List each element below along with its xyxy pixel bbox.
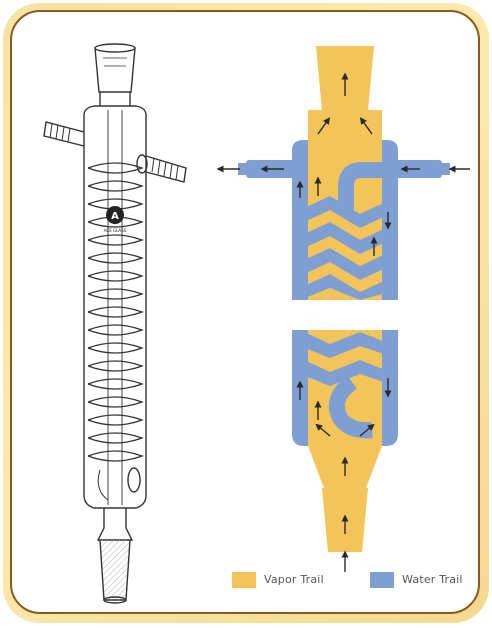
svg-text:ACE GLASS: ACE GLASS [104, 228, 127, 233]
legend-label-vapor: Vapor Trail [264, 573, 324, 586]
svg-text:A: A [111, 211, 119, 222]
flow-schematic [220, 46, 470, 572]
condenser-line-drawing [44, 44, 186, 603]
legend-swatch-water [370, 572, 394, 588]
left-hose-barb [44, 122, 84, 146]
legend-label-water: Water Trail [402, 573, 463, 586]
legend-swatch-vapor [232, 572, 256, 588]
